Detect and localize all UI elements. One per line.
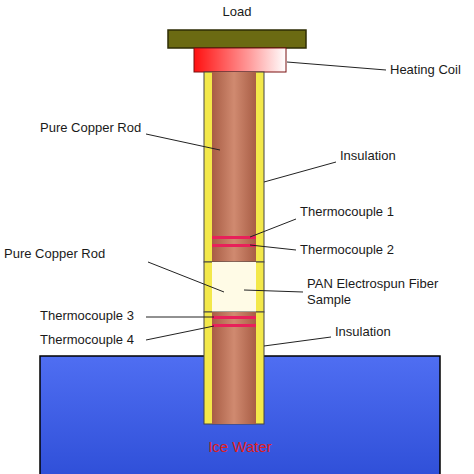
sample-label: PAN Electrospun Fiber Sample bbox=[307, 276, 457, 308]
thermocouple-label: Thermocouple 1 bbox=[300, 204, 394, 220]
thermocouple bbox=[212, 244, 256, 247]
thermocouple-label: Thermocouple 4 bbox=[40, 332, 134, 348]
copper-rod bbox=[212, 72, 256, 262]
thermocouple bbox=[212, 236, 256, 239]
insulation bbox=[204, 262, 264, 312]
copper-rod bbox=[212, 312, 256, 424]
part-label: Pure Copper Rod bbox=[40, 120, 141, 136]
load-label: Load bbox=[223, 4, 252, 20]
part-label: Pure Copper Rod bbox=[4, 246, 105, 262]
thermocouple-label: Thermocouple 3 bbox=[40, 308, 134, 324]
insulation-label: Insulation bbox=[340, 148, 396, 164]
node-label: Ice Water bbox=[208, 438, 272, 456]
water-bath: Ice Water bbox=[40, 356, 440, 474]
thermocouple bbox=[212, 324, 256, 327]
insulation bbox=[204, 72, 264, 262]
thermocouple bbox=[212, 316, 256, 319]
thermocouple-label: Thermocouple 2 bbox=[300, 242, 394, 258]
heating-coil-label: Heating Coil bbox=[390, 62, 461, 78]
insulation bbox=[204, 312, 264, 424]
insulation-label: Insulation bbox=[335, 324, 391, 340]
load-plate bbox=[168, 30, 306, 48]
fiber-sample bbox=[212, 262, 256, 312]
heating-coil bbox=[194, 48, 286, 72]
